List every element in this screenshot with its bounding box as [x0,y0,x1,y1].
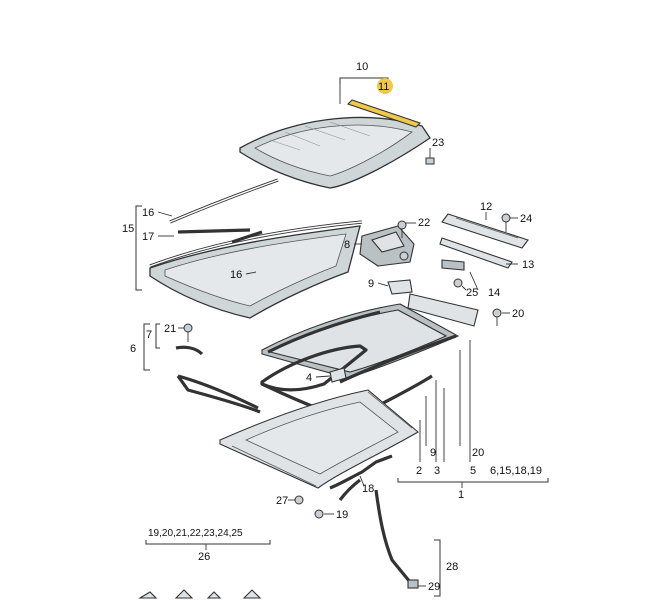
label-16b: 16 [230,269,242,281]
label-6-15-18-19: 6,15,18,19 [490,465,542,477]
label-14: 14 [488,287,500,299]
screw-24 [501,213,511,232]
leader-lines [135,77,549,597]
label-23: 23 [432,137,444,149]
label-26: 26 [198,551,210,563]
label-15: 15 [122,223,134,235]
label-27: 27 [276,495,288,507]
bracket-9 [387,279,413,295]
label-11: 11 [378,81,389,93]
cover-plate [407,293,479,327]
label-1: 1 [458,489,464,501]
guide-part-14 [441,259,465,271]
label-8: 8 [344,239,350,251]
label-13: 13 [522,259,534,271]
screw-27 [294,495,304,505]
label-7: 7 [146,329,152,341]
guide-rail-12 [441,213,529,249]
label-9a: 9 [368,278,374,290]
seal-strip-highlighted [346,99,422,128]
channel-7 [175,345,204,356]
screw-19 [314,509,324,519]
label-28: 28 [446,561,458,573]
drain-hose-18 [329,454,393,501]
bottom-clips [138,589,262,599]
label-19-26-group: 19,20,21,22,23,24,25 [148,528,243,539]
drain-channel [176,374,261,414]
label-11-highlight [377,78,393,94]
screw-22 [397,220,407,238]
label-19: 19 [336,509,348,521]
screw-20 [492,308,502,326]
label-5: 5 [470,465,476,477]
label-29: 29 [428,581,440,593]
label-25: 25 [466,287,478,299]
clip-4 [329,367,347,383]
label-4: 4 [306,372,312,384]
label-2: 2 [416,465,422,477]
screw-21 [183,323,193,342]
motor [359,225,415,267]
label-10: 10 [356,61,368,73]
drain-hose-28 [374,489,412,584]
screw-23 [425,154,435,165]
guide-rail-13 [439,237,513,269]
label-20a: 20 [512,308,524,320]
label-3: 3 [434,465,440,477]
label-20b: 20 [472,447,484,459]
mechanism-frame [261,303,460,384]
label-12: 12 [480,201,492,213]
label-6: 6 [130,343,136,355]
label-21: 21 [164,323,176,335]
label-16a: 16 [142,207,154,219]
glass-panel [239,116,431,189]
label-9b: 9 [430,447,436,459]
screw-25 [453,278,463,288]
label-18: 18 [362,483,374,495]
label-17: 17 [142,231,154,243]
roof-frame [219,389,419,489]
part-labels: 10 11 23 16 15 17 16 22 12 24 8 13 9 25 … [122,61,542,593]
label-22: 22 [418,217,430,229]
label-24: 24 [520,213,532,225]
hose-end-29 [407,579,419,589]
